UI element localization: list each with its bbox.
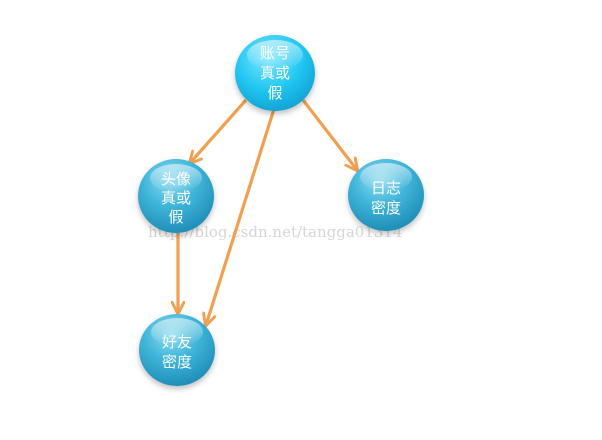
node-account-line-2: 真或 <box>260 64 290 82</box>
node-account-line-3: 假 <box>267 84 282 102</box>
edge-account-to-friend-density <box>206 108 276 325</box>
node-log-density-line-2: 密度 <box>371 199 401 217</box>
node-avatar-line-2: 真或 <box>161 189 191 207</box>
edge-account-to-avatar <box>190 98 248 163</box>
node-friend-density-gloss <box>151 318 203 346</box>
node-friend-density <box>139 314 215 386</box>
node-log-density-line-1: 日志 <box>371 179 401 197</box>
node-avatar-line-3: 假 <box>168 208 183 226</box>
node-account-line-1: 账号 <box>260 44 290 62</box>
node-account-gloss <box>247 40 303 70</box>
node-avatar-gloss <box>150 164 202 192</box>
node-avatar <box>138 159 214 233</box>
node-account <box>235 35 315 111</box>
node-friend-density-line-2: 密度 <box>162 353 192 371</box>
node-log-density <box>348 159 424 231</box>
node-friend-density-line-1: 好友 <box>162 333 192 351</box>
edges <box>178 98 357 325</box>
edge-account-to-log-density <box>301 99 357 170</box>
node-avatar-line-1: 头像 <box>161 170 191 188</box>
node-log-density-gloss <box>360 163 412 191</box>
watermark-text: http://blog.csdn.net/tangga01314 <box>148 223 403 241</box>
